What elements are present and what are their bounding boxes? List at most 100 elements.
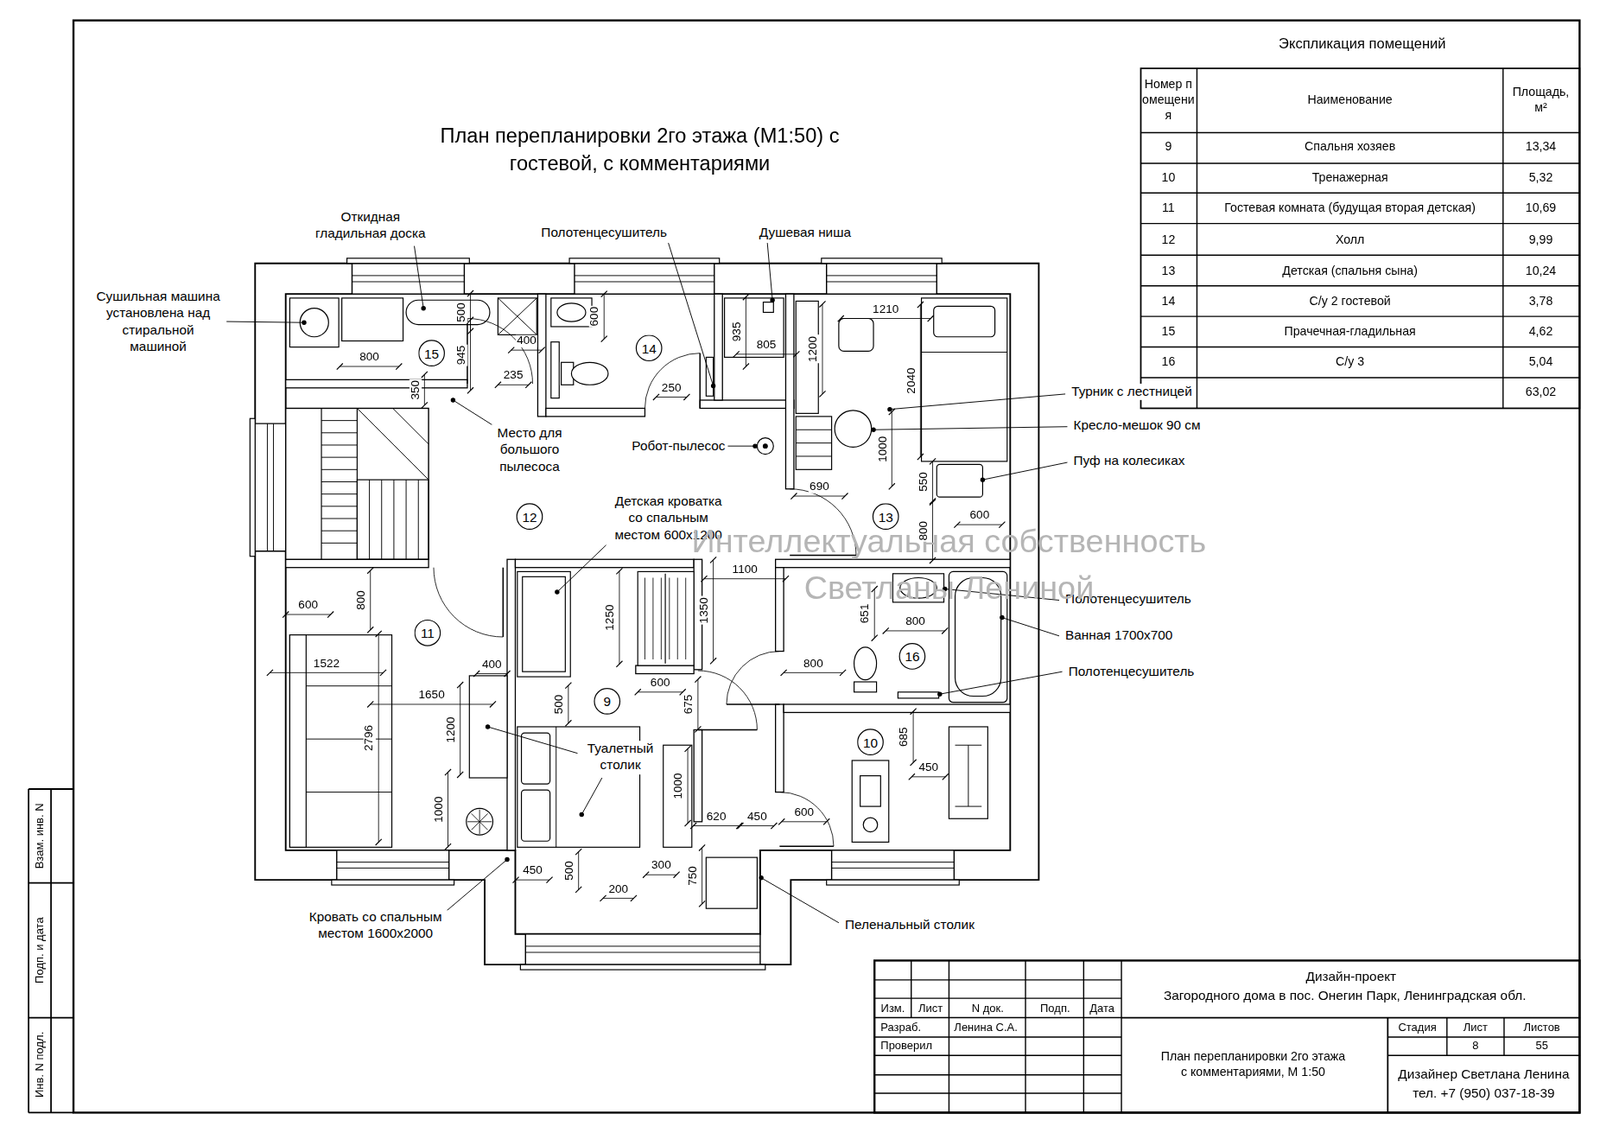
dimension-line bbox=[370, 703, 494, 705]
dimension-tick bbox=[819, 300, 826, 307]
partition-wall bbox=[546, 407, 646, 416]
window-jamb bbox=[351, 263, 353, 294]
room-number-text: 12 bbox=[521, 509, 537, 523]
callout-text: Туалетный столик bbox=[579, 740, 661, 774]
dimension-line bbox=[476, 673, 508, 674]
title-block-line bbox=[1386, 1017, 1389, 1113]
dimension: 350 bbox=[409, 379, 422, 401]
window-line bbox=[525, 933, 761, 934]
partition-wall bbox=[785, 293, 794, 489]
table-line bbox=[1140, 376, 1580, 378]
partition-wall bbox=[635, 665, 694, 674]
dimension-line bbox=[697, 679, 699, 730]
dimension-line bbox=[781, 820, 827, 822]
dimension-tick bbox=[600, 895, 607, 902]
dimension-tick bbox=[467, 317, 474, 324]
plant-leaf bbox=[471, 812, 489, 830]
blanket-line bbox=[921, 351, 1008, 353]
title-block-line bbox=[1121, 1016, 1580, 1019]
table-cell: 5,32 bbox=[1526, 170, 1555, 186]
window bbox=[574, 263, 715, 294]
partition-wall bbox=[775, 567, 784, 652]
leader-line bbox=[668, 242, 714, 386]
dimension-tick bbox=[690, 822, 697, 829]
dimension-line bbox=[515, 879, 550, 881]
dimension: 1210 bbox=[871, 303, 901, 316]
table-line bbox=[1140, 192, 1580, 194]
shower-drain bbox=[762, 302, 774, 313]
window-glass bbox=[351, 280, 464, 282]
title-block-text: Разраб. bbox=[878, 1020, 924, 1035]
stair-stringer bbox=[320, 407, 322, 559]
window-jamb bbox=[254, 422, 286, 424]
window-line bbox=[826, 292, 938, 294]
window-jamb bbox=[573, 263, 575, 294]
window-glass bbox=[351, 274, 464, 276]
hanger bbox=[677, 577, 679, 660]
dimension-tick bbox=[733, 350, 740, 357]
room-number-text: 14 bbox=[641, 341, 657, 355]
table-border bbox=[1140, 68, 1580, 408]
callout-text: Кресло-мешок 90 см bbox=[1071, 417, 1203, 434]
window-glass bbox=[336, 861, 450, 863]
stair-tread bbox=[418, 479, 420, 559]
stair-tread bbox=[321, 518, 357, 520]
window bbox=[826, 263, 938, 294]
dimension-tick bbox=[882, 627, 889, 634]
window-sill bbox=[520, 964, 765, 970]
dimension-tick bbox=[888, 482, 896, 489]
leader-line bbox=[226, 321, 305, 323]
dimension-line bbox=[567, 685, 569, 724]
dimension-line bbox=[603, 293, 605, 339]
wall-bars-rung bbox=[795, 455, 832, 457]
title-block-text: Ленина С.А. bbox=[952, 1020, 1020, 1035]
window-sill bbox=[249, 418, 255, 556]
table-cell: 4,62 bbox=[1526, 323, 1555, 340]
dimension-tick bbox=[778, 818, 785, 825]
room-number-text: 11 bbox=[420, 626, 435, 640]
table-line bbox=[1140, 254, 1580, 256]
leader-line bbox=[1002, 617, 1060, 636]
dimension-tick bbox=[942, 773, 949, 780]
window-glass bbox=[525, 945, 761, 947]
dimension-tick bbox=[467, 290, 474, 297]
window-glass bbox=[826, 274, 938, 276]
sofa-cushion bbox=[305, 685, 392, 686]
room-number-text: 10 bbox=[863, 735, 878, 749]
leader-line bbox=[446, 859, 508, 911]
dimension-line bbox=[655, 396, 686, 398]
table-cell: С/у 2 гостевой bbox=[1307, 293, 1393, 310]
window-jamb bbox=[254, 550, 286, 552]
stamp-text: Подп. и дата bbox=[32, 914, 47, 985]
callout-text: Турник с лестницей bbox=[1069, 383, 1194, 400]
dimension: 500 bbox=[563, 859, 576, 882]
leader-line bbox=[488, 726, 578, 754]
washer-drum bbox=[299, 308, 329, 337]
partition-wall bbox=[699, 400, 794, 408]
dimension-line bbox=[269, 672, 383, 674]
dimension: 500 bbox=[455, 301, 468, 324]
title-block-text: 8 bbox=[1470, 1039, 1481, 1054]
chair bbox=[838, 318, 874, 352]
table-cell: 9,99 bbox=[1526, 232, 1555, 248]
window-sill bbox=[821, 258, 942, 264]
plant-leaf bbox=[471, 812, 489, 830]
dimension-line bbox=[459, 685, 461, 775]
dimension: 1100 bbox=[730, 563, 759, 576]
window-jamb bbox=[759, 933, 761, 965]
dimension-tick bbox=[917, 301, 924, 308]
dimension-line bbox=[577, 851, 579, 890]
dimension: 800 bbox=[904, 615, 927, 629]
table-cell: 13 bbox=[1159, 263, 1178, 280]
dimension-tick bbox=[467, 387, 474, 394]
hanger bbox=[652, 577, 654, 660]
callout-text: Откидная гладильная доска bbox=[309, 209, 432, 242]
partition-wall bbox=[775, 704, 784, 793]
table-line bbox=[1140, 222, 1580, 224]
dimension-tick bbox=[673, 871, 680, 878]
dimension-tick bbox=[546, 876, 553, 883]
door-swing bbox=[779, 792, 834, 847]
robot-vacuum bbox=[756, 438, 774, 455]
title-block-border bbox=[874, 959, 1580, 1112]
dimension: 400 bbox=[481, 658, 503, 671]
